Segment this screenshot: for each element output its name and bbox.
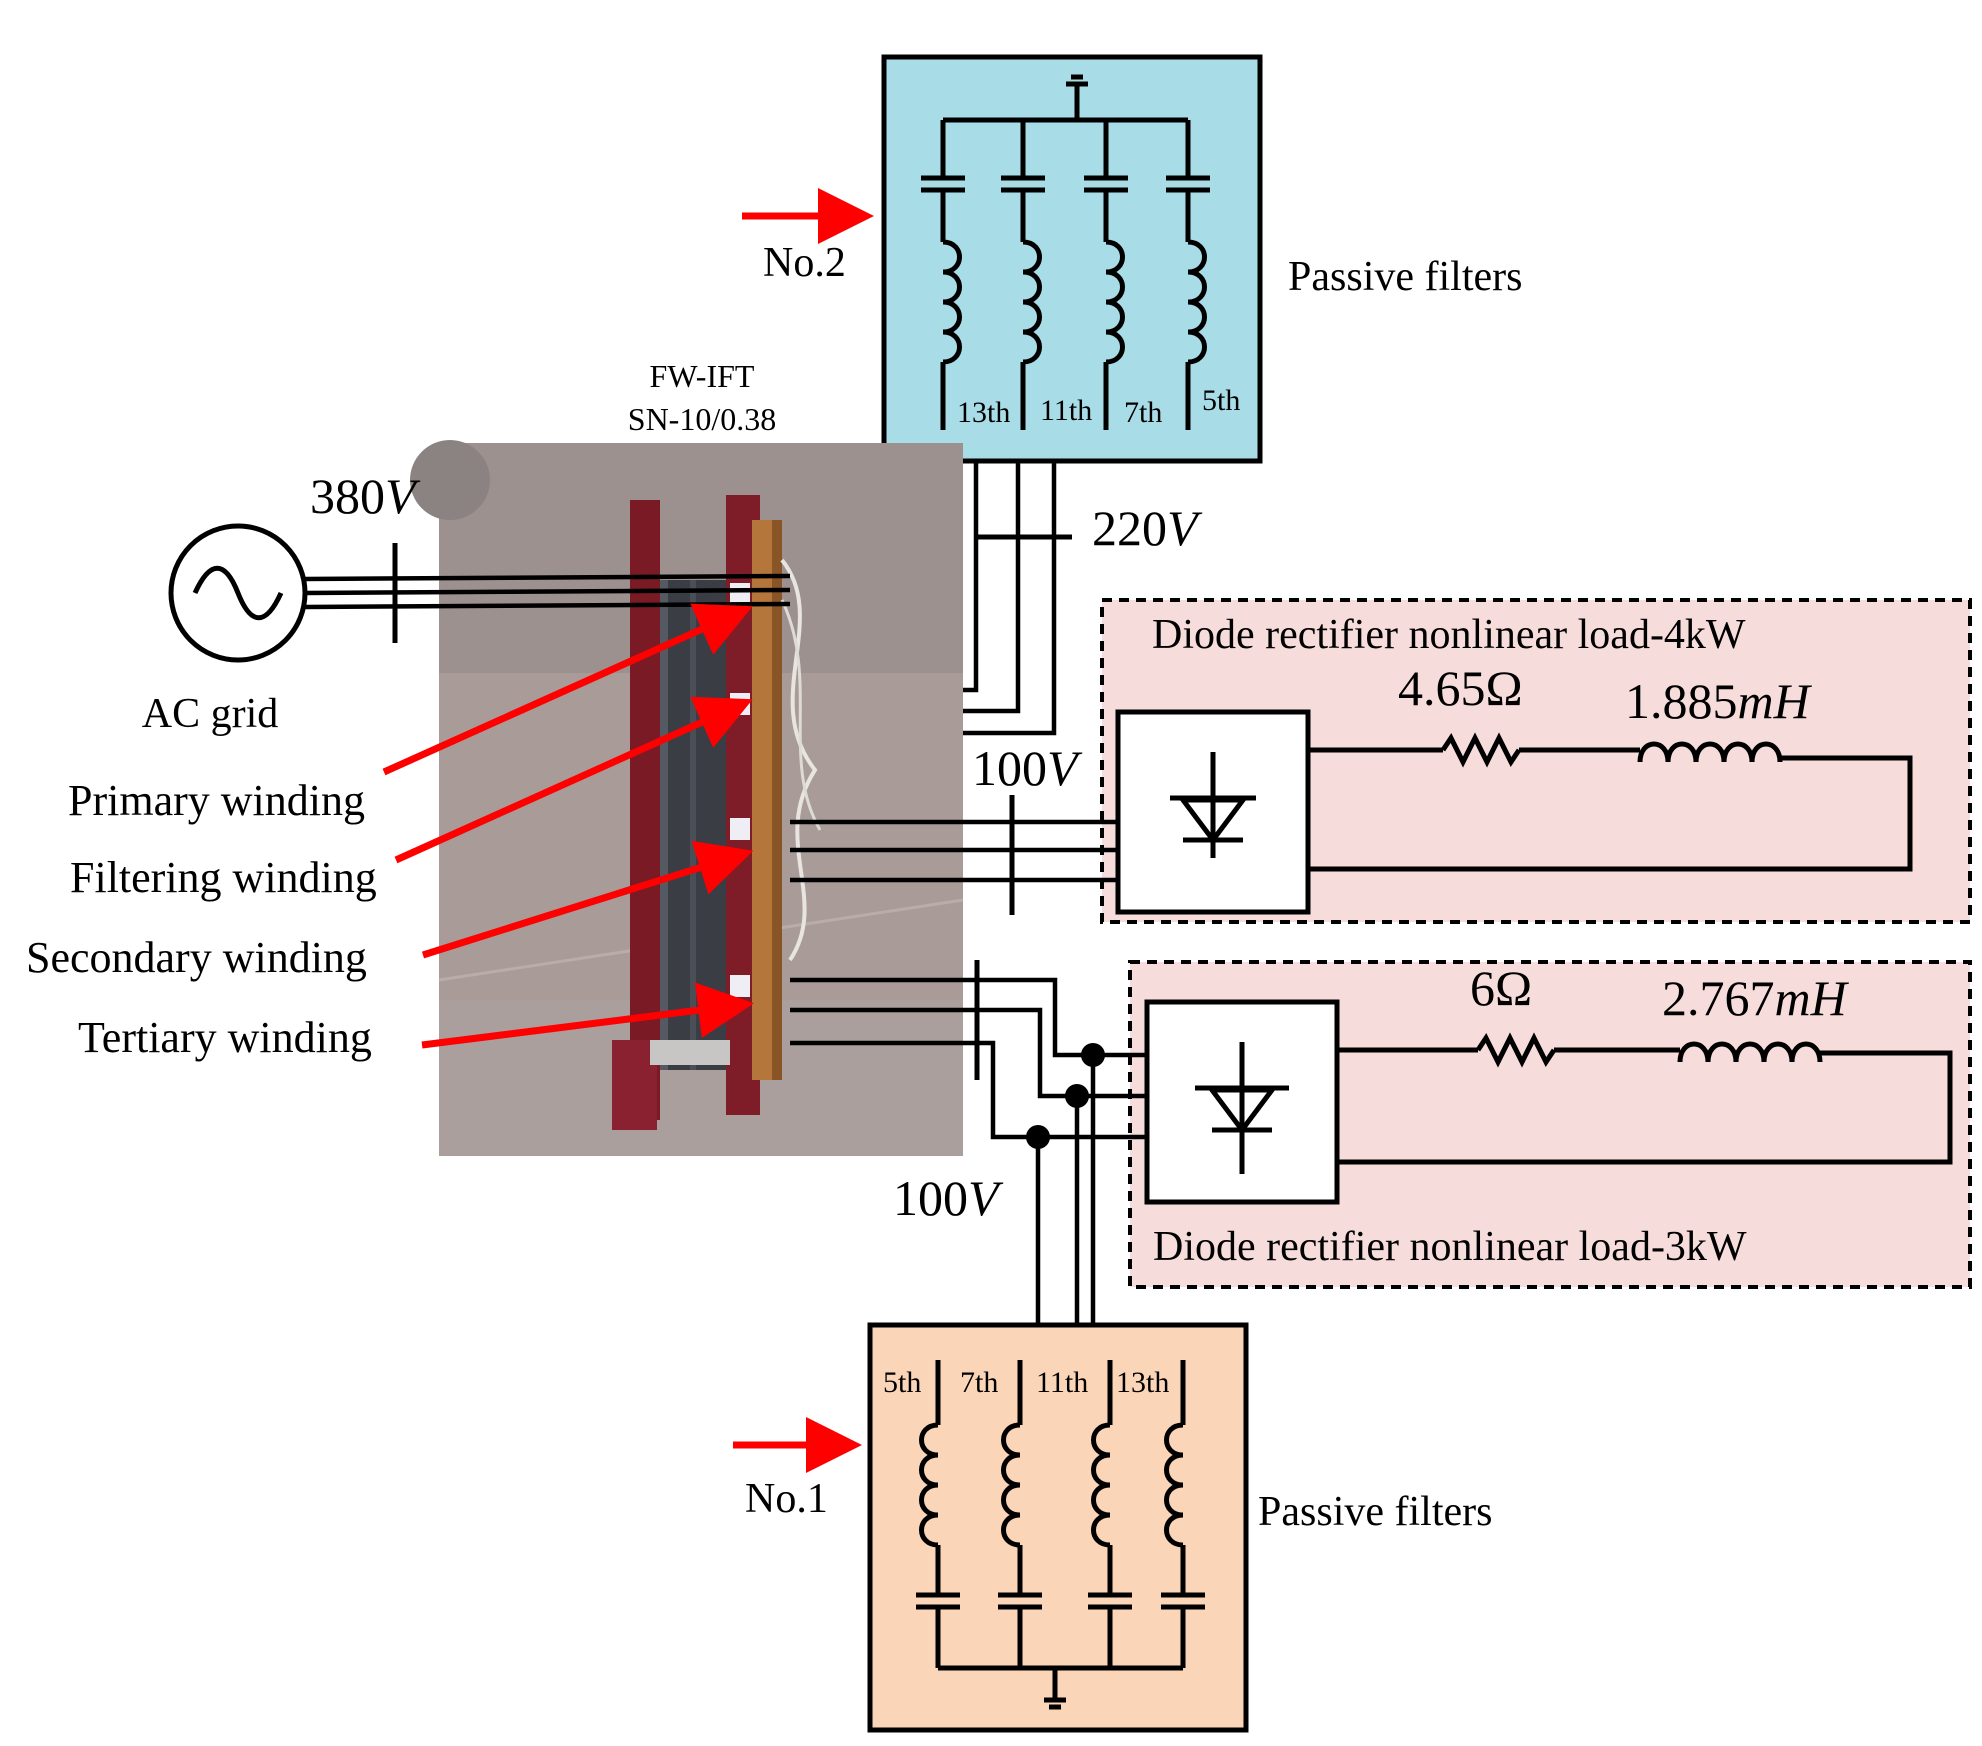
tertiary-feed-wires	[790, 960, 1147, 1325]
harmonic-label-top-2: 11th	[1040, 394, 1092, 427]
harmonic-label-bottom-1: 5th	[883, 1366, 921, 1399]
ac-grid-label: AC grid	[142, 691, 279, 737]
resistance-6-label: 6Ω	[1470, 960, 1532, 1016]
harmonic-label-top-3: 7th	[1124, 396, 1162, 429]
filter-branches-bottom	[916, 1360, 1205, 1668]
diode-icon	[1170, 752, 1256, 858]
voltage-100-b: 100V	[893, 1170, 1004, 1226]
filtering-winding-arrow	[394, 696, 753, 864]
harmonic-label-bottom-4: 13th	[1116, 1366, 1169, 1399]
ground-icon	[1044, 1668, 1066, 1710]
primary-winding-arrow	[382, 603, 753, 776]
secondary-winding-label: Secondary winding	[26, 933, 367, 982]
voltage-100-a: 100V	[972, 740, 1083, 796]
transformer-name: FW-IFT	[650, 358, 755, 394]
harmonic-label-top-1: 13th	[957, 396, 1010, 429]
resistor-4-65	[1440, 732, 1522, 768]
harmonic-label-bottom-3: 11th	[1036, 1366, 1088, 1399]
resistance-4-65-label: 4.65Ω	[1398, 660, 1523, 716]
passive-filter-no2: 13th 11th 7th 5th Passive filters No.2	[742, 54, 1522, 464]
load-3kw: Diode rectifier nonlinear load-3kW 6Ω 2.…	[1128, 960, 1972, 1289]
filter-branches-top	[921, 120, 1210, 430]
primary-winding-label: Primary winding	[68, 776, 365, 825]
passive-filters-label-bottom: Passive filters	[1258, 1489, 1492, 1535]
ground-icon	[1066, 74, 1088, 120]
tertiary-winding-label: Tertiary winding	[78, 1013, 372, 1062]
load-3kw-label: Diode rectifier nonlinear load-3kW	[1153, 1224, 1747, 1270]
passive-filter-no1: 5th 7th 11th 13th Passive filters No.1	[733, 1322, 1492, 1733]
load-4kw: Diode rectifier nonlinear load-4kW 4.65Ω…	[1100, 598, 1972, 924]
inductor-1-885	[1637, 741, 1783, 763]
filter-no2-label: No.2	[763, 240, 846, 286]
filter-no1-label: No.1	[745, 1476, 828, 1522]
inductance-2-767-label: 2.767mH	[1662, 970, 1850, 1026]
voltage-220: 220V	[1092, 500, 1203, 556]
secondary-feed-wires	[790, 795, 1118, 915]
harmonic-label-bottom-2: 7th	[960, 1366, 998, 1399]
diode-icon	[1195, 1042, 1289, 1174]
transformer-rating: SN-10/0.38	[628, 401, 776, 437]
filtering-winding-label: Filtering winding	[70, 853, 377, 902]
inductor-2-767	[1677, 1041, 1823, 1063]
transformer-photo	[410, 440, 964, 1156]
inductance-1-885-label: 1.885mH	[1625, 673, 1813, 729]
terminal-board	[752, 520, 774, 1080]
voltage-380: 380V	[310, 468, 421, 524]
harmonic-label-top-4: 5th	[1202, 384, 1240, 417]
resistor-6	[1475, 1032, 1557, 1068]
secondary-winding-arrow	[421, 840, 754, 959]
filter-box-top	[881, 54, 1263, 464]
load-4kw-label: Diode rectifier nonlinear load-4kW	[1152, 612, 1746, 658]
winding-callouts: Primary winding Filtering winding Second…	[26, 603, 754, 1062]
tertiary-winding-arrow	[421, 982, 754, 1049]
passive-filters-label-top: Passive filters	[1288, 254, 1522, 300]
